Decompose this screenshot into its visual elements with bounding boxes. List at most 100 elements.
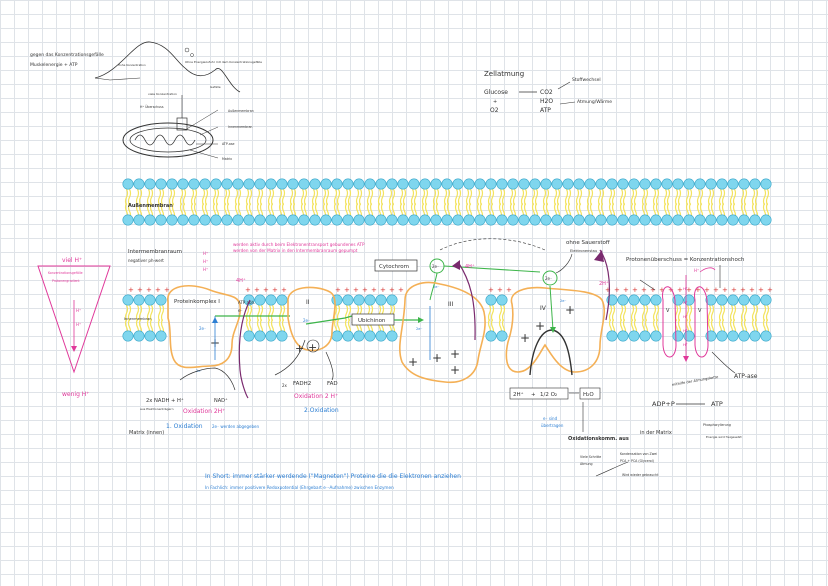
- matrix-label: Matrix (innen): [129, 430, 164, 436]
- complex-4-plus-1: +: [520, 331, 530, 345]
- cytochrom-e-label: 2e⁻: [432, 264, 439, 269]
- atpase-label: ATP-ase: [734, 373, 758, 380]
- triangle-hplus-2: H⁺: [76, 322, 81, 327]
- complex-4-plus-3: +: [565, 303, 575, 317]
- svg-text:+: +: [713, 286, 719, 294]
- inner-membrane-bilayer: [122, 294, 772, 342]
- mito-top-label: viele Konzentration: [148, 92, 177, 96]
- hplus-mark-1: H⁺: [203, 251, 208, 256]
- fadh-label: FADH2: [293, 381, 311, 387]
- complex-1-2e-bottom: 2e⁻: [196, 369, 202, 373]
- nad-label: NAD⁺: [214, 398, 228, 404]
- mito-matrix-label: Matrix: [222, 157, 232, 161]
- svg-text:+: +: [380, 286, 386, 294]
- svg-text:+: +: [677, 286, 683, 294]
- svg-text:+: +: [344, 286, 350, 294]
- reaction-plus: +: [531, 392, 536, 398]
- proton-pump-note: werden aktiv durch beim Elektronentransp…: [233, 242, 365, 253]
- svg-text:+: +: [767, 286, 773, 294]
- complex-4-plus-2: +: [535, 319, 545, 333]
- svg-text:+: +: [245, 286, 251, 294]
- gradient-label-1: Konzentrationsgefälle: [48, 271, 83, 275]
- svg-text:+: +: [164, 286, 170, 294]
- concentration-curve-sketch: [94, 41, 241, 93]
- svg-text:H⁺: H⁺: [683, 329, 688, 333]
- complex-1-label: Proteinkomplex I: [174, 299, 220, 305]
- svg-text:+: +: [659, 286, 665, 294]
- summary-line-1: In Short: immer stärker werdende ("Magne…: [205, 473, 461, 480]
- triangle-hplus-1: H⁺: [76, 308, 81, 313]
- svg-text:+: +: [506, 286, 512, 294]
- complex-4-2h-label: 2H⁺: [599, 281, 609, 287]
- complex-3-label: III: [448, 301, 454, 308]
- curve-note: Ohne Energiezufuhr mit dem Konzentration…: [185, 60, 262, 64]
- complex-1-oxidation: Oxidation 2H⁺: [183, 408, 225, 415]
- svg-text:+: +: [722, 286, 728, 294]
- svg-text:+: +: [614, 286, 620, 294]
- protonen-title: Protonenüberschuss = Konzentrationshoch: [626, 257, 745, 263]
- svg-text:+: +: [740, 286, 746, 294]
- complex-3-plus-3: +: [450, 347, 460, 361]
- svg-text:+: +: [335, 286, 341, 294]
- atpase-v-left: V: [666, 308, 670, 314]
- svg-text:+: +: [650, 286, 656, 294]
- complex-2-2e-label: 2e⁻: [303, 318, 310, 323]
- svg-text:+: +: [758, 286, 764, 294]
- svg-text:+: +: [272, 286, 278, 294]
- complex-1-2e-label: 2e⁻: [199, 326, 206, 331]
- complex-4-e-label: 2e⁻: [545, 276, 552, 281]
- complex-2-shape: [287, 286, 336, 352]
- atpase-channel-right: [694, 286, 709, 358]
- reaktion-label: Kondensation von Zwei: [620, 452, 657, 456]
- fad-label: FAD: [327, 381, 338, 387]
- svg-text:+: +: [254, 286, 260, 294]
- curve-bottom-label: Gefälle: [210, 85, 221, 89]
- svg-text:+: +: [389, 286, 395, 294]
- atpase-v-right: V: [698, 308, 702, 314]
- complex-2-plus-2: +: [308, 341, 317, 354]
- reaktion-label-2: PCA + PCA (Glycerol): [620, 459, 654, 463]
- cytochrom-label: Cytochrom: [379, 264, 409, 270]
- zellatmung-glucose: Glucose: [484, 89, 508, 96]
- atpase-hplus-label: H⁺: [694, 268, 699, 273]
- complex-3-plus-4: +: [450, 363, 460, 377]
- first-oxidation-label: 1. Oxidation: [166, 423, 203, 430]
- second-oxidation-label: 2.Oxidation: [304, 407, 339, 414]
- negative-ph-label: negativer ph-wert: [128, 258, 164, 263]
- outer-membrane-label: Außenmembran: [128, 203, 173, 209]
- mito-inner-label: Innenmembran: [228, 125, 252, 129]
- svg-text:H⁺: H⁺: [683, 287, 688, 291]
- svg-text:+: +: [623, 286, 629, 294]
- viele-schritte-label-2: Atmung: [580, 462, 593, 466]
- water-label: H₂O: [583, 392, 594, 398]
- svg-text:+: +: [668, 286, 674, 294]
- svg-text:+: +: [137, 286, 143, 294]
- wenig-hplus-label: wenig H⁺: [62, 391, 89, 398]
- svg-text:+: +: [695, 286, 701, 294]
- cytochrom-box: [374, 259, 418, 272]
- mitochondrion-sketch: [122, 95, 219, 159]
- zellatmung-title: Zellatmung: [484, 70, 524, 78]
- e-sind-label-2: übertragen: [541, 423, 564, 428]
- svg-text:+: +: [686, 286, 692, 294]
- svg-text:+: +: [398, 286, 404, 294]
- atp-label: ATP: [711, 400, 723, 408]
- adp-label: ADP+P: [652, 400, 675, 408]
- complex-1-atp-label: ATP abh.: [238, 300, 255, 305]
- svg-text:+: +: [704, 286, 710, 294]
- mito-outer-label: Außenmembran: [228, 109, 254, 113]
- inner-membrane-label: Innenmembran: [124, 317, 152, 321]
- reaction-2h: 2H⁺: [513, 391, 524, 398]
- svg-text:+: +: [371, 286, 377, 294]
- e-sind-label: e⁻ sind: [543, 416, 558, 421]
- complex-4-2e-label: 2e⁻: [560, 299, 566, 303]
- in-matrix-label: in der Matrix: [640, 430, 672, 436]
- phos-label: Phosphorylierung: [703, 423, 731, 427]
- svg-text:+: +: [353, 286, 359, 294]
- svg-text:+: +: [146, 286, 152, 294]
- zellatmung-atmung: Atmung/Wärme: [577, 99, 612, 105]
- reaction-box: [509, 387, 569, 400]
- viel-hplus-label: viel H⁺: [62, 257, 82, 264]
- svg-text:H⁺: H⁺: [683, 343, 688, 347]
